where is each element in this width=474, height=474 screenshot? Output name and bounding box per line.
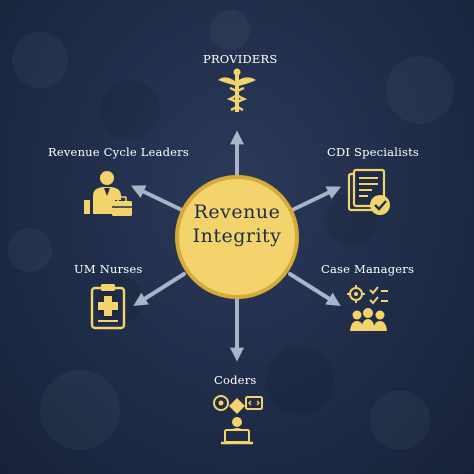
center-circle (175, 175, 299, 299)
arrow-cdi (286, 186, 342, 214)
center-title-line1: Revenue (193, 201, 281, 223)
cdi-specialists-label: CDI Specialists (327, 145, 420, 159)
medical-clipboard-icon (90, 284, 126, 330)
team-checklist-icon (347, 285, 388, 331)
arrow-case-managers (288, 272, 341, 306)
providers-label: PROVIDERS (203, 52, 278, 66)
um-nurses-label: UM Nurses (74, 262, 143, 276)
arrow-um-nurses (133, 272, 186, 306)
leader-briefcase-icon (84, 171, 132, 216)
document-check-icon (347, 168, 390, 215)
revenue-cycle-leaders-label: Revenue Cycle Leaders (48, 145, 189, 159)
coders-label: Coders (214, 373, 257, 387)
coder-laptop-icon (213, 395, 263, 445)
center-title: Revenue Integrity (178, 200, 296, 248)
case-managers-label: Case Managers (321, 262, 415, 276)
center-title-line2: Integrity (192, 225, 282, 247)
arrow-rcl (130, 185, 188, 214)
caduceus-icon (218, 68, 256, 112)
arrows (130, 130, 342, 362)
